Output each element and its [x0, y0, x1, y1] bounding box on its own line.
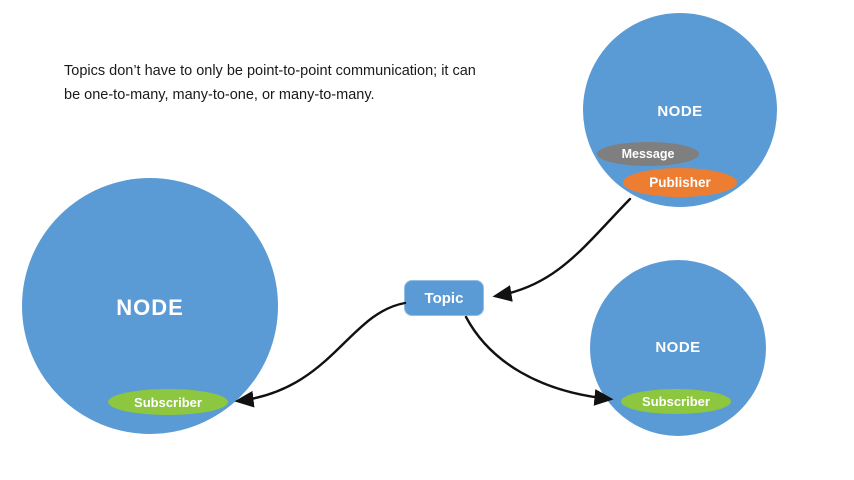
message-pill: Message [597, 142, 699, 166]
node-circle-bottom-right: NODE Subscriber [590, 260, 766, 436]
node-label-top-right: NODE [657, 103, 703, 120]
subscriber-label-bottom-right: Subscriber [642, 394, 710, 409]
node-label-bottom-right: NODE [655, 339, 701, 356]
topic-box: Topic [404, 280, 484, 316]
subscriber-pill-left: Subscriber [108, 389, 228, 415]
topic-label: Topic [424, 289, 464, 307]
node-label-left: NODE [116, 295, 184, 320]
arrow-topic-to-bottom-right-subscriber [464, 315, 614, 406]
publisher-label: Publisher [649, 175, 711, 190]
caption-text: Topics don’t have to only be point-to-po… [64, 63, 476, 103]
subscriber-label-left: Subscriber [134, 394, 202, 410]
subscriber-pill-bottom-right: Subscriber [621, 389, 731, 414]
arrow-publisher-to-topic [492, 197, 632, 302]
publisher-pill: Publisher [623, 168, 737, 197]
node-circle-left: NODE Subscriber [22, 178, 278, 434]
node-circle-top-right: NODE Message Publisher [583, 13, 777, 207]
message-label: Message [621, 147, 675, 161]
